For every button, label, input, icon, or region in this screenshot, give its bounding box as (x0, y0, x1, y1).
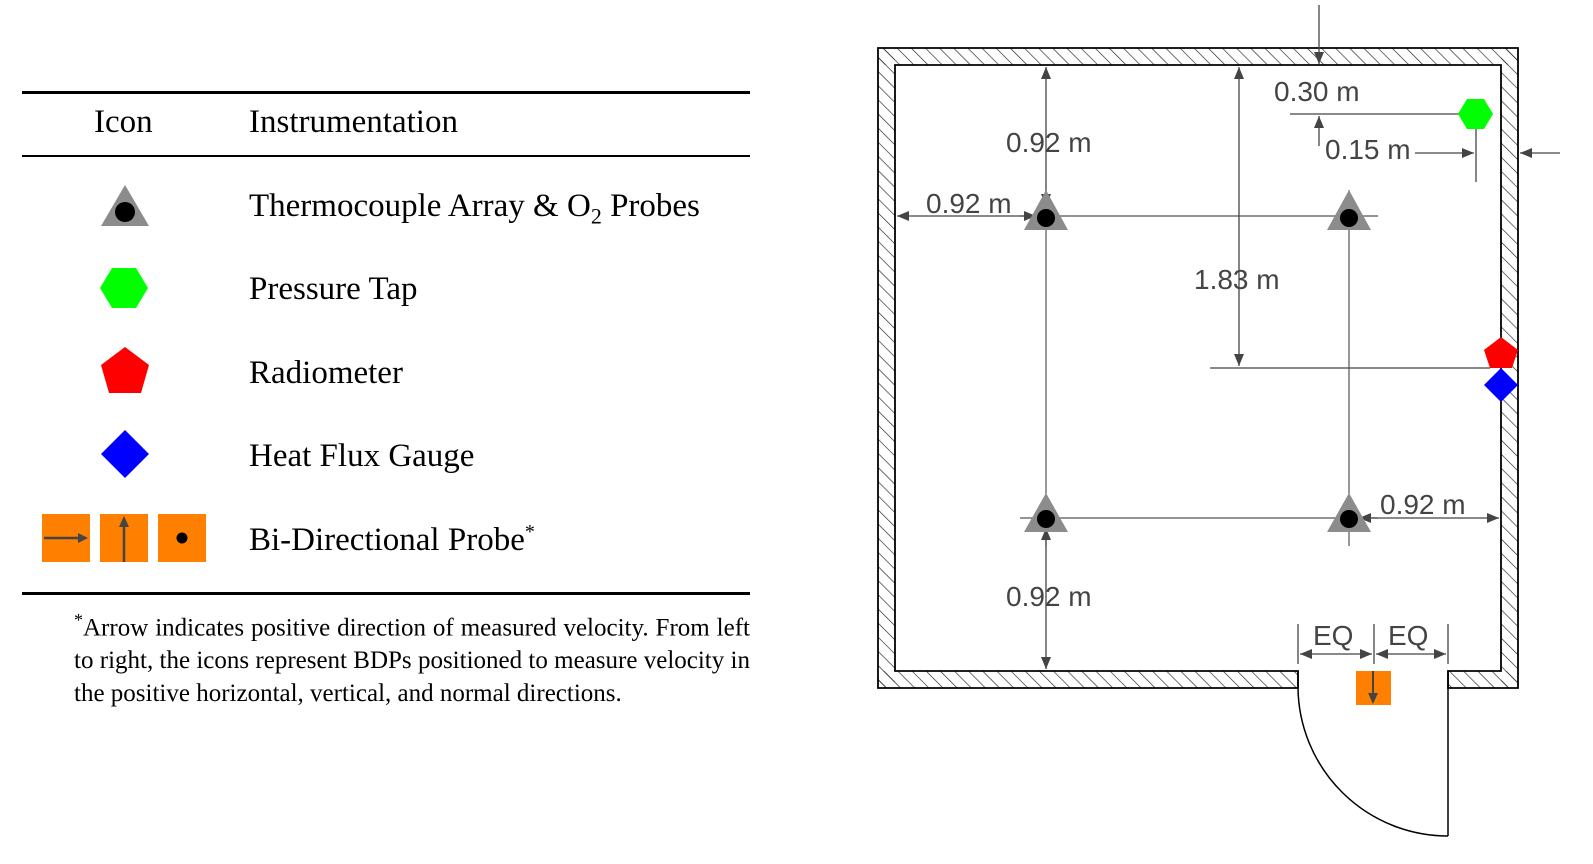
bdp-door-icon (1356, 671, 1391, 705)
legend-label-heat-flux-gauge: Heat Flux Gauge (249, 438, 475, 474)
radiometer-pentagon-icon (101, 347, 149, 393)
legend-label-pressure-tap: Pressure Tap (249, 271, 418, 307)
dim-label-bottom-right-horizontal: 0.92 m (1380, 489, 1466, 520)
dim-label-pressure-tap-from-wall: 0.15 m (1325, 134, 1411, 165)
dim-label-door-eq-right: EQ (1388, 620, 1428, 651)
pressure-tap-hexagon-icon-plan (1458, 99, 1493, 129)
legend-label-radiometer: Radiometer (249, 355, 403, 391)
dim-label-top-left-vertical: 0.92 m (1006, 127, 1092, 158)
pressure-tap-hexagon-icon (100, 268, 148, 308)
radiometer-pentagon-icon-plan (1484, 337, 1518, 368)
thermocouple-triangle-icon-bottom-right (1327, 493, 1371, 532)
dimension-lines (897, 5, 1560, 669)
legend-footnote: *Arrow indicates positive direction of m… (74, 610, 750, 708)
door (1297, 671, 1449, 837)
legend-bottom-rule (22, 592, 750, 595)
dim-label-bottom-left-vertical: 0.92 m (1006, 581, 1092, 612)
legend-top-rule (22, 91, 750, 94)
bdp-horizontal-icon (42, 514, 90, 562)
thermocouple-triangle-icon (101, 185, 149, 226)
thermocouple-triangle-icon-top-right (1327, 190, 1371, 230)
legend-label-bi-directional-probe: Bi-Directional Probe* (249, 521, 535, 558)
probe-grid-lines (1020, 190, 1378, 546)
room-floor-plan: 0.92 m 0.92 m 1.83 m 0.92 m 0.92 m 0.30 … (877, 5, 1560, 837)
dim-label-top-left-horizontal: 0.92 m (926, 188, 1012, 219)
legend-header-rule (22, 155, 750, 157)
thermocouple-triangle-icon-bottom-left (1024, 493, 1068, 532)
bdp-vertical-icon (100, 514, 148, 562)
legend-header-instrumentation: Instrumentation (249, 104, 458, 140)
bi-directional-probe-icons (42, 514, 206, 562)
bdp-normal-icon (158, 514, 206, 562)
dim-label-door-eq-left: EQ (1313, 620, 1353, 651)
instrumentation-legend: Icon Instrumentation Thermocouple Array … (0, 0, 760, 864)
legend-label-thermocouple: Thermocouple Array & O2 Probes (249, 188, 700, 229)
legend-header-icon: Icon (94, 104, 153, 140)
heat-flux-gauge-diamond-icon-plan (1484, 368, 1518, 402)
dim-label-pressure-tap-from-ceiling: 0.30 m (1274, 76, 1360, 107)
heat-flux-gauge-diamond-icon (101, 430, 149, 478)
dim-label-center-vertical: 1.83 m (1194, 264, 1280, 295)
thermocouple-triangle-icon-top-left (1024, 190, 1068, 230)
